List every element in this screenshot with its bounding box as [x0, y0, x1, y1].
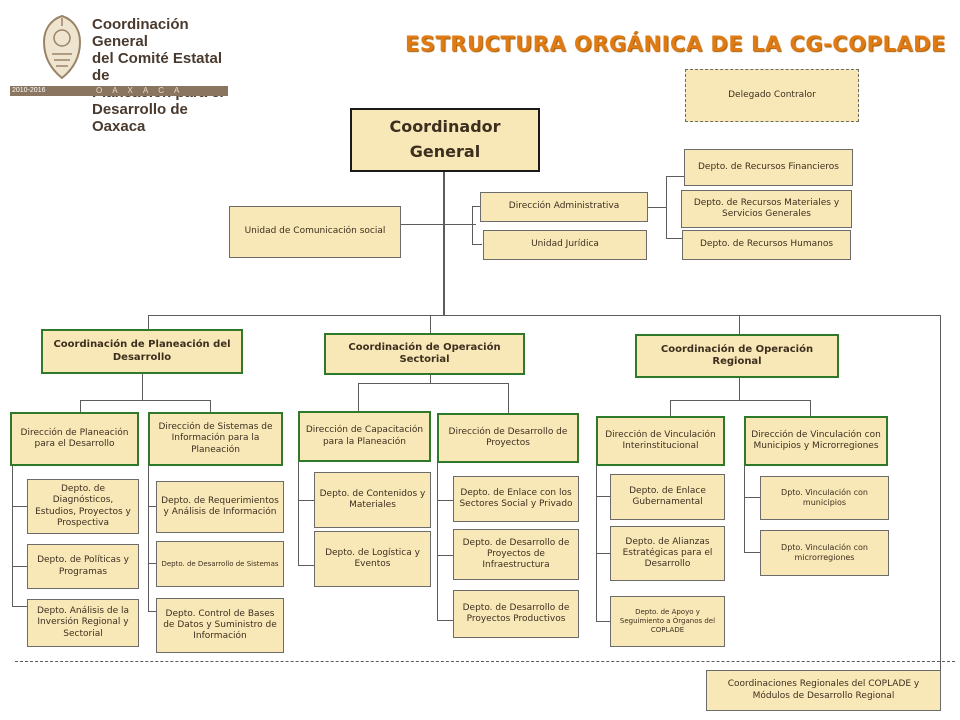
- connector: [12, 566, 27, 567]
- connector: [148, 315, 149, 329]
- connector: [437, 620, 453, 621]
- connector: [666, 238, 682, 239]
- dpto-microrregiones-box: Dpto. Vinculación con microrregiones: [760, 530, 889, 576]
- connector: [670, 400, 671, 416]
- connector: [596, 553, 610, 554]
- connector: [596, 466, 597, 622]
- direccion-administrativa-box: Dirección Administrativa: [480, 192, 648, 222]
- depto-desarrollo-sistemas-box: Depto. de Desarrollo de Sistemas: [156, 541, 284, 587]
- logo-bar: [10, 86, 228, 96]
- connector: [739, 315, 740, 334]
- page-title: ESTRUCTURA ORGÁNICA DE LA CG-COPLADE: [405, 32, 946, 56]
- connector: [298, 565, 314, 566]
- depto-enlace-sectores-box: Depto. de Enlace con los Sectores Social…: [453, 476, 579, 522]
- connector: [508, 383, 509, 413]
- connector: [437, 463, 438, 621]
- connector: [80, 400, 210, 401]
- depto-contenidos-box: Depto. de Contenidos y Materiales: [314, 472, 431, 528]
- dir-vinculacion-inter-box: Dirección de Vinculación Interinstitucio…: [596, 416, 725, 466]
- coordinador-general-box: Coordinador General: [350, 108, 540, 172]
- delegado-contralor-box: Delegado Contralor: [685, 69, 859, 122]
- connector: [472, 244, 482, 245]
- connector: [443, 172, 445, 316]
- connector: [596, 496, 610, 497]
- connector: [744, 497, 760, 498]
- connector: [437, 555, 453, 556]
- depto-recursos-humanos-box: Depto. de Recursos Humanos: [682, 230, 851, 260]
- connector: [472, 206, 473, 244]
- coord-regionales-box: Coordinaciones Regionales del COPLADE y …: [706, 670, 941, 711]
- depto-alianzas-box: Depto. de Alianzas Estratégicas para el …: [610, 526, 725, 581]
- depto-politicas-box: Depto. de Políticas y Programas: [27, 544, 139, 589]
- coord-planeacion-box: Coordinación de Planeación del Desarroll…: [41, 329, 243, 374]
- depto-logistica-box: Depto. de Logística y Eventos: [314, 531, 431, 587]
- connector: [430, 375, 431, 383]
- connector: [298, 462, 299, 565]
- depto-analisis-box: Depto. Análisis de la Inversión Regional…: [27, 599, 139, 647]
- dir-desarrollo-proyectos-box: Dirección de Desarrollo de Proyectos: [437, 413, 579, 463]
- logo-line-2: del Comité Estatal de: [92, 50, 223, 84]
- connector: [596, 621, 610, 622]
- connector: [648, 207, 666, 208]
- depto-apoyo-box: Depto. de Apoyo y Seguimiento a Órganos …: [610, 596, 725, 647]
- connector: [670, 400, 810, 401]
- logo: Coordinación General del Comité Estatal …: [10, 8, 228, 135]
- connector: [810, 400, 811, 416]
- connector: [666, 176, 684, 177]
- connector: [148, 611, 156, 612]
- unidad-comunicacion-box: Unidad de Comunicación social: [229, 206, 401, 258]
- connector: [12, 506, 27, 507]
- connector: [298, 500, 314, 501]
- connector: [148, 315, 941, 316]
- dir-sistemas-box: Dirección de Sistemas de Información par…: [148, 412, 283, 466]
- connector: [358, 383, 359, 411]
- dir-capacitacion-box: Dirección de Capacitación para la Planea…: [298, 411, 431, 462]
- connector: [744, 466, 745, 552]
- logo-years: 2010-2016: [12, 87, 46, 94]
- connector: [437, 500, 453, 501]
- connector: [210, 400, 211, 412]
- dir-planeacion-box: Dirección de Planeación para el Desarrol…: [10, 412, 139, 466]
- dir-vinculacion-municipios-box: Dirección de Vinculación con Municipios …: [744, 416, 888, 466]
- depto-requerimientos-box: Depto. de Requerimientos y Análisis de I…: [156, 481, 284, 533]
- connector: [472, 206, 480, 207]
- seal-icon: [42, 14, 82, 80]
- depto-diagnosticos-box: Depto. de Diagnósticos, Estudios, Proyec…: [27, 479, 139, 534]
- connector: [400, 224, 476, 225]
- connector: [744, 552, 760, 553]
- depto-recursos-financieros-box: Depto. de Recursos Financieros: [684, 149, 853, 186]
- dashed-separator: [15, 661, 955, 662]
- coord-sectorial-box: Coordinación de Operación Sectorial: [324, 333, 525, 375]
- logo-state: OAXACA: [96, 86, 190, 95]
- connector: [739, 378, 740, 400]
- coord-regional-box: Coordinación de Operación Regional: [635, 334, 839, 378]
- connector: [12, 606, 27, 607]
- logo-line-1: Coordinación General: [92, 16, 189, 50]
- depto-enlace-gubernamental-box: Depto. de Enlace Gubernamental: [610, 474, 725, 520]
- connector: [148, 506, 156, 507]
- dpto-municipios-box: Dpto. Vinculación con municipios: [760, 476, 889, 520]
- connector: [430, 315, 431, 333]
- depto-productivos-box: Depto. de Desarrollo de Proyectos Produc…: [453, 590, 579, 638]
- logo-line-4: Desarrollo de Oaxaca: [92, 101, 188, 135]
- connector: [148, 466, 149, 611]
- depto-control-bases-box: Depto. Control de Bases de Datos y Sumin…: [156, 598, 284, 653]
- depto-recursos-materiales-box: Depto. de Recursos Materiales y Servicio…: [681, 190, 852, 228]
- connector: [148, 563, 156, 564]
- connector: [358, 383, 508, 384]
- connector: [940, 315, 941, 670]
- depto-infraestructura-box: Depto. de Desarrollo de Proyectos de Inf…: [453, 529, 579, 580]
- connector: [12, 466, 13, 606]
- connector: [666, 176, 667, 238]
- unidad-juridica-box: Unidad Jurídica: [483, 230, 647, 260]
- connector: [80, 400, 81, 412]
- connector: [142, 374, 143, 400]
